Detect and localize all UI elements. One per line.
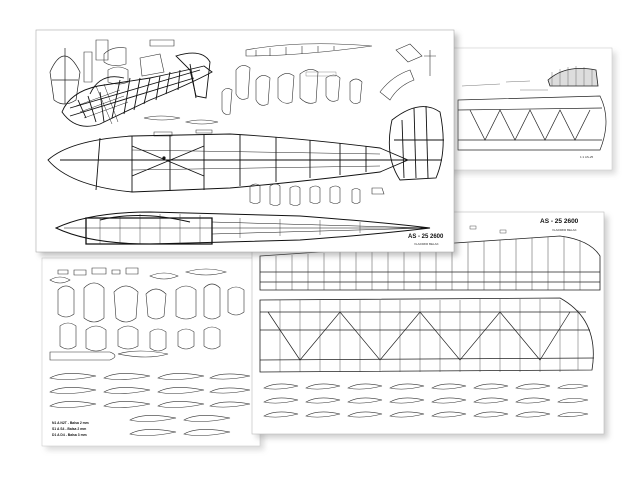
sheet-back-right: 1:1 AS-25 xyxy=(435,47,616,174)
wing-bottom-ribs xyxy=(279,299,579,372)
nose-front-view xyxy=(49,48,81,105)
tail-fin xyxy=(388,105,444,181)
top-sheet-caption xyxy=(305,71,337,77)
designer-label-top: VLADIMIR BELAK xyxy=(414,242,439,246)
rib-rows xyxy=(49,373,251,436)
wing-top-plan xyxy=(259,235,601,291)
model-label-top: AS - 25 2600 xyxy=(408,234,444,240)
model-label-bottom: AS - 25 2600 xyxy=(540,218,579,225)
wing-panel-back xyxy=(457,95,607,151)
designer-label-bottom: VLADIMIR BELAK xyxy=(552,228,577,232)
wing-rib-outlines xyxy=(263,383,589,418)
note-line-2: S1 A S4 - Balsa 2 mm xyxy=(52,427,86,431)
note-line-3: D1 A D4 - Balsa 3 mm xyxy=(52,433,87,437)
material-notes: N1 A N2T - Balsa 2 mm S1 A S4 - Balsa 2 … xyxy=(52,421,89,437)
formers-row xyxy=(249,183,385,206)
fuselage-top-view xyxy=(54,211,431,245)
top-parts xyxy=(221,43,436,115)
cg-mark xyxy=(162,156,166,160)
sheet-top: AS - 25 2600 VLADIMIR BELAK xyxy=(35,29,458,256)
svg-text:1:1 AS-25: 1:1 AS-25 xyxy=(580,155,594,159)
sheet-bottom-left: N1 A N2T - Balsa 2 mm S1 A S4 - Balsa 2 … xyxy=(41,257,264,450)
note-line-1: N1 A N2T - Balsa 2 mm xyxy=(52,421,89,425)
